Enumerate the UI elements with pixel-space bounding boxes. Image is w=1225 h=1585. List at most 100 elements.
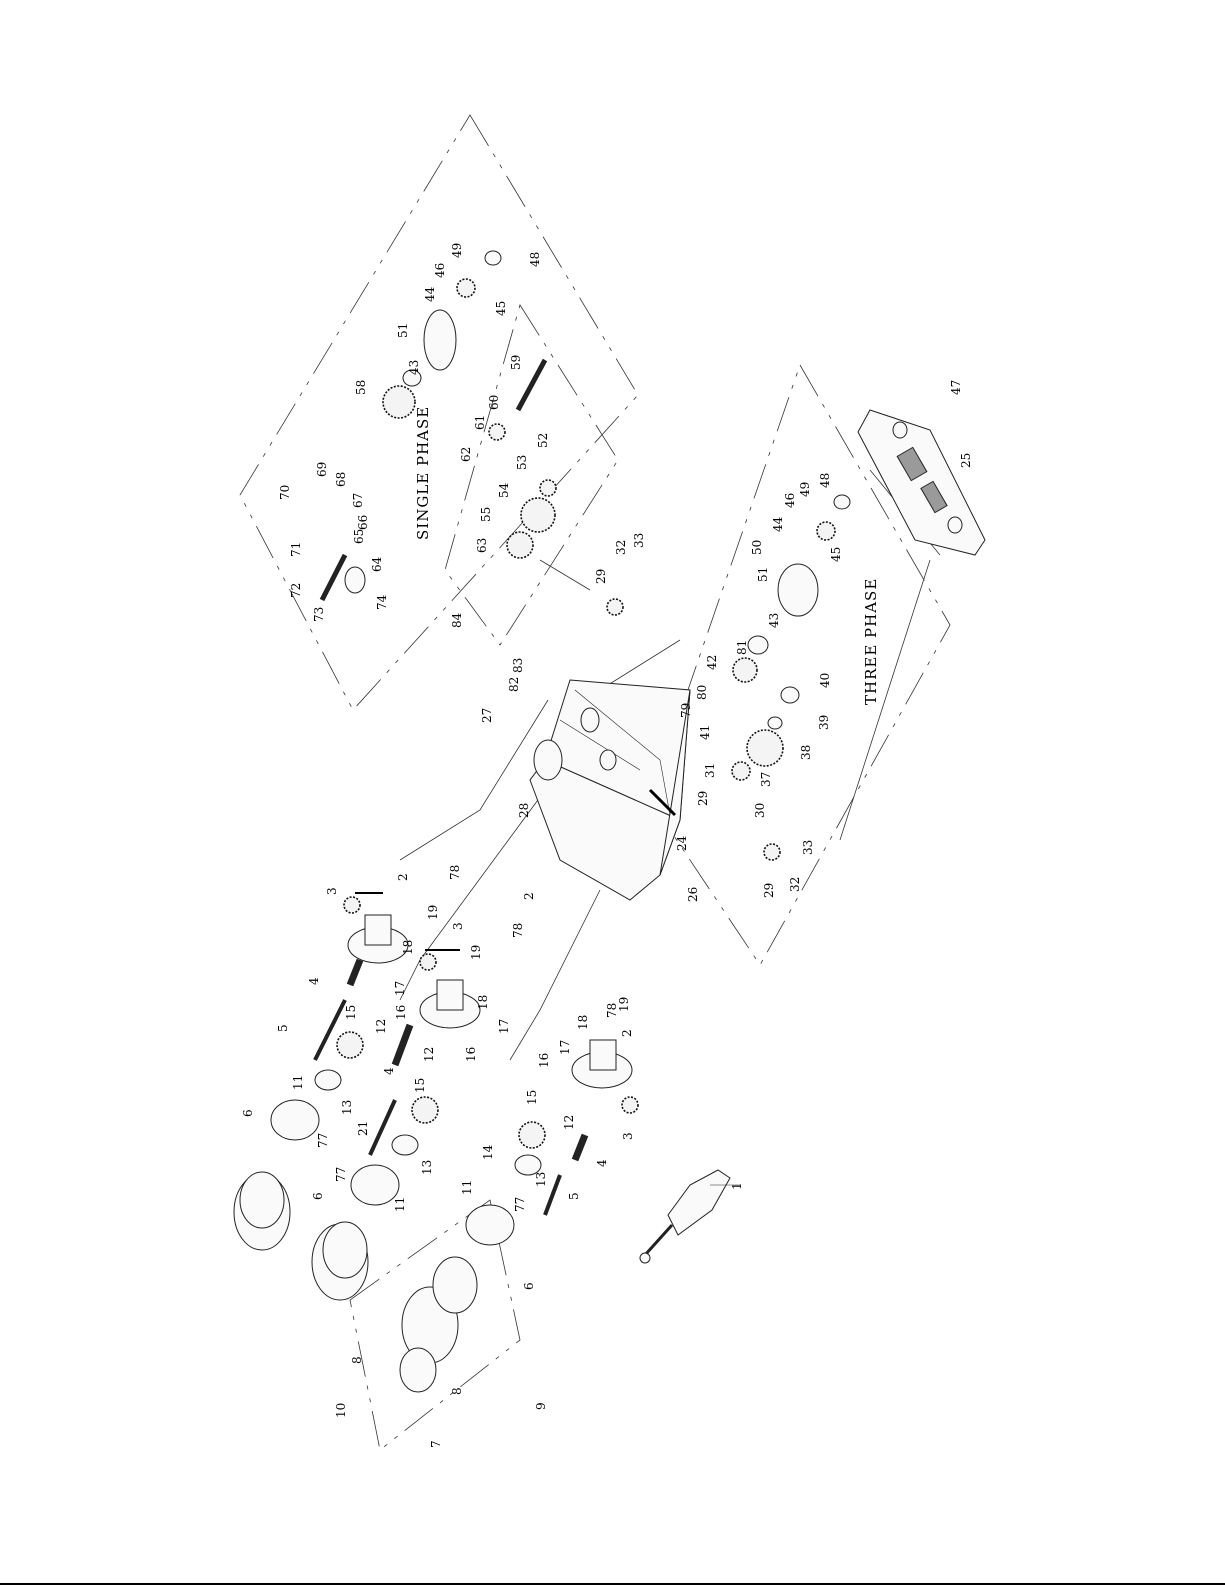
callout-4: 4 (307, 977, 321, 985)
callout-79: 79 (679, 703, 693, 718)
callout-46: 46 (433, 263, 447, 278)
bracket-housing (347, 914, 409, 964)
callout-54: 54 (497, 482, 511, 498)
callout-78: 78 (448, 865, 462, 880)
callout-14: 14 (481, 1144, 495, 1160)
bevel-hub-13 (391, 1134, 419, 1156)
callout-67: 67 (351, 493, 365, 508)
callout-82: 82 (507, 677, 521, 692)
handle-grip (639, 1169, 740, 1264)
callout-16: 16 (394, 1005, 408, 1020)
callout-3: 3 (621, 1132, 635, 1140)
callout-labels: 1 2 2 2 3 3 3 4 4 4 5 5 6 6 6 7 8 8 9 10… (241, 243, 973, 1448)
shaft-72 (319, 553, 348, 602)
three-phase-outline (649, 364, 951, 966)
three-phase-title: THREE PHASE (862, 578, 880, 705)
callout-28: 28 (517, 803, 531, 818)
callout-17: 17 (497, 1019, 511, 1034)
callout-5: 5 (276, 1024, 290, 1032)
callout-47: 47 (949, 380, 963, 395)
callout-3: 3 (451, 922, 465, 930)
callout-55: 55 (479, 507, 493, 522)
pinion-shaft (313, 999, 347, 1061)
gear-cover-50 (777, 563, 819, 617)
single-phase-title: SINGLE PHASE (414, 406, 432, 540)
callout-80: 80 (695, 685, 709, 700)
callout-29: 29 (762, 883, 776, 898)
callout-16: 16 (464, 1047, 478, 1062)
connector-line (399, 769, 561, 1001)
callout-29: 29 (594, 569, 608, 584)
callout-61: 61 (473, 415, 487, 430)
sleeve (346, 958, 364, 987)
callout-43: 43 (767, 613, 781, 628)
callout-62: 62 (459, 447, 473, 462)
callout-77: 77 (316, 1133, 330, 1148)
callout-12: 12 (562, 1115, 576, 1130)
callout-6: 6 (311, 1192, 325, 1200)
callout-7: 7 (429, 1440, 443, 1448)
callout-63: 63 (475, 538, 489, 553)
handwheel-drum (401, 1256, 478, 1364)
callout-49: 49 (450, 243, 464, 258)
connector-line (839, 559, 931, 841)
callout-44: 44 (771, 516, 785, 532)
callout-72: 72 (289, 583, 303, 598)
bevel-hub-13 (514, 1154, 542, 1176)
gear-53 (539, 479, 557, 497)
callout-51: 51 (396, 323, 410, 338)
callout-19: 19 (469, 945, 483, 960)
callout-12: 12 (422, 1047, 436, 1062)
callout-60: 60 (487, 395, 501, 410)
callout-6: 6 (522, 1282, 536, 1290)
callout-2: 2 (620, 1029, 634, 1037)
callout-10: 10 (334, 1403, 348, 1418)
callout-13: 13 (534, 1172, 548, 1187)
callout-26: 26 (686, 887, 700, 902)
callout-44: 44 (423, 286, 437, 302)
pinion-shaft (368, 1099, 397, 1156)
gear-32 (763, 843, 781, 861)
callout-2: 2 (396, 873, 410, 881)
gear-32 (606, 598, 624, 616)
callout-24: 24 (675, 835, 689, 851)
gear-61 (488, 423, 506, 441)
connector-line (509, 889, 601, 1061)
callout-58: 58 (354, 380, 368, 395)
gear-cover-51 (423, 309, 457, 371)
callout-11: 11 (393, 1197, 407, 1212)
callout-65: 65 (352, 529, 366, 544)
single-phase-inner-outline (444, 304, 619, 646)
callout-53: 53 (515, 455, 529, 470)
callout-15: 15 (344, 1005, 358, 1020)
callout-4: 4 (595, 1159, 609, 1167)
callout-66: 66 (356, 515, 370, 530)
callout-17: 17 (393, 981, 407, 996)
coil-spring (621, 1096, 639, 1114)
gear-15 (336, 1031, 364, 1059)
gear-15 (411, 1096, 439, 1124)
callout-11: 11 (291, 1075, 305, 1090)
coil-spring (419, 953, 437, 971)
dial-ring (350, 1164, 400, 1206)
gear-15 (518, 1121, 546, 1149)
callout-6: 6 (241, 1109, 255, 1117)
callout-77: 77 (334, 1167, 348, 1182)
dial-ring (270, 1099, 320, 1141)
callout-15: 15 (413, 1078, 427, 1093)
callout-50: 50 (750, 540, 764, 555)
callout-16: 16 (537, 1053, 551, 1068)
callout-33: 33 (632, 533, 646, 548)
housing-cover (857, 409, 986, 556)
single-phase-outline (239, 114, 639, 711)
callout-27: 27 (480, 708, 494, 723)
callout-40: 40 (818, 673, 832, 688)
callout-11: 11 (460, 1180, 474, 1195)
gear-37 (731, 761, 751, 781)
callout-81: 81 (735, 640, 749, 655)
gear-54 (520, 497, 556, 533)
connector-line (599, 639, 681, 691)
callout-52: 52 (536, 433, 550, 448)
callout-59: 59 (509, 355, 523, 370)
